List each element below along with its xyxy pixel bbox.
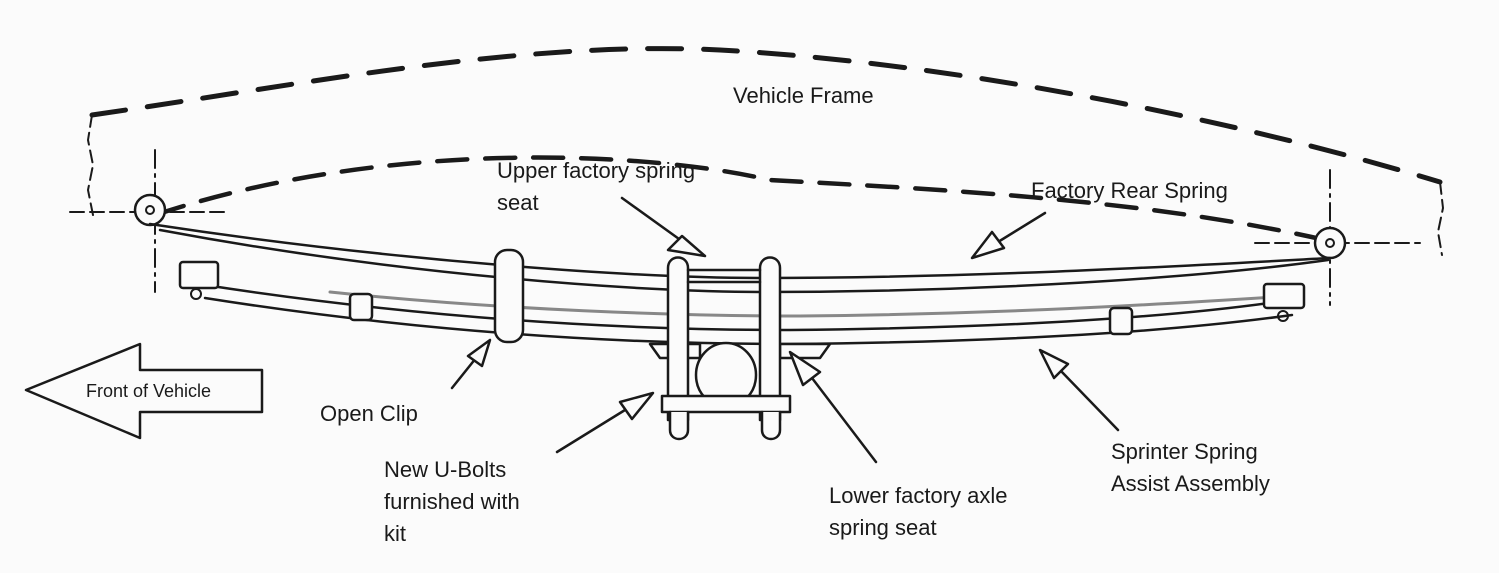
label-sprinter-line-1: Sprinter Spring [1111,439,1258,464]
label-lower-seat-line-1: Lower factory axle [829,483,1008,508]
label-vehicle-frame: Vehicle Frame [733,83,874,108]
label-factory-rear-spring: Factory Rear Spring [1031,178,1228,203]
label-ubolts-line-2: furnished with [384,489,520,514]
label-ubolts-line-1: New U-Bolts [384,457,507,482]
u-bolt-right [758,256,782,422]
frame-left-end [87,114,94,216]
label-front-of-vehicle: Front of Vehicle [86,381,212,401]
arrow-upper-seat [620,196,707,258]
arrow-open-clip [450,338,492,390]
label-lower-factory-axle-spring-seat: Lower factory axle spring seat [829,480,1008,544]
arrow-sprinter [1038,348,1120,432]
label-upper-factory-spring-seat: Upper factory spring seat [497,155,695,219]
u-bolt-plate [660,394,792,414]
label-new-u-bolts: New U-Bolts furnished with kit [384,454,520,550]
upper-seat-bar [686,268,762,284]
frame-right-end [1437,181,1444,256]
label-upper-seat-line-1: Upper factory spring [497,158,696,183]
main-leaf-gray [328,290,1292,318]
arrow-factory-spring [970,211,1047,260]
assist-left-end-block [178,260,220,290]
label-upper-seat-line-2: seat [497,190,539,215]
front-arrow-outline [24,342,264,440]
arrow-u-bolts [555,391,655,454]
label-sprinter-spring-assist: Sprinter Spring Assist Assembly [1111,436,1270,500]
assist-leaf-top [203,283,1292,332]
label-open-clip: Open Clip [320,401,418,426]
small-clip-right [1108,306,1134,336]
small-clip-left [348,292,374,322]
label-ubolts-line-3: kit [384,521,406,546]
label-sprinter-line-2: Assist Assembly [1111,471,1270,496]
right-spring-eye [1313,226,1347,260]
label-lower-seat-line-2: spring seat [829,515,937,540]
vehicle-frame-outline [89,46,1443,185]
assist-right-end-block [1262,282,1306,310]
open-clip [493,248,525,344]
arrow-lower-seat [788,350,878,464]
factory-rear-spring [152,155,1328,243]
u-bolt-left [666,256,690,422]
left-spring-eye [133,193,167,227]
